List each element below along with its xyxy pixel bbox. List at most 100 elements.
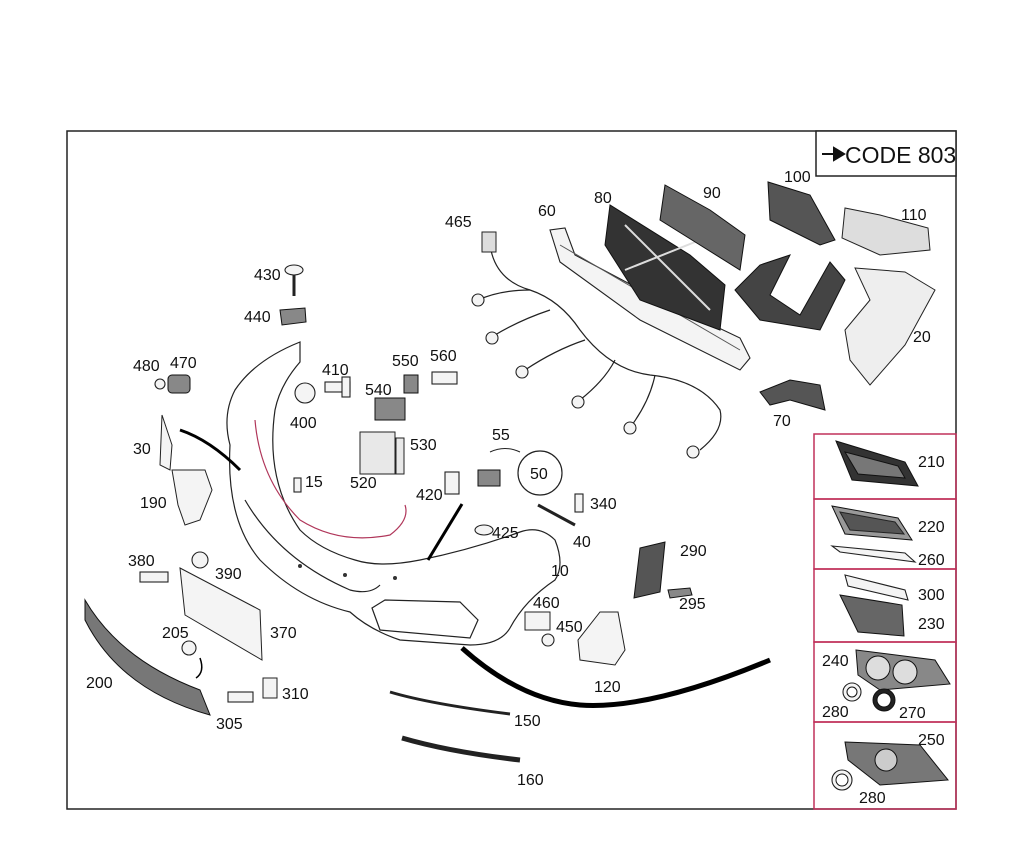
label-110: 110 <box>901 207 927 224</box>
label-480: 480 <box>133 358 160 375</box>
mounting-frame <box>734 254 846 331</box>
label-295: 295 <box>679 596 706 613</box>
label-305: 305 <box>216 716 243 733</box>
label-220: 220 <box>918 519 945 536</box>
bracket-100 <box>767 181 836 246</box>
label-290: 290 <box>680 543 707 560</box>
variant-panels <box>813 433 957 810</box>
part-400 <box>294 382 316 404</box>
wheel-arch-liner-190 <box>171 469 213 526</box>
pointer-arrow-420 <box>426 503 464 561</box>
clip-440 <box>279 307 307 326</box>
callout-50 <box>517 450 563 496</box>
trim-290 <box>633 541 666 599</box>
code-label: CODE 803 <box>845 142 956 168</box>
label-530: 530 <box>410 437 437 454</box>
label-200: 200 <box>86 675 113 692</box>
sensor-holder-part <box>477 469 501 487</box>
label-310: 310 <box>282 686 309 703</box>
pointer-arrow-main <box>460 646 771 708</box>
label-55: 55 <box>492 427 510 444</box>
bracket-120 <box>577 611 626 666</box>
screw-305 <box>227 691 254 703</box>
grille-insert-220 <box>830 505 917 563</box>
label-425: 425 <box>492 525 519 542</box>
clip-310 <box>262 677 278 699</box>
label-70: 70 <box>773 413 791 430</box>
label-300: 300 <box>918 587 945 604</box>
label-160: 160 <box>517 772 544 789</box>
license-bracket-370 <box>179 567 263 661</box>
strip-40 <box>537 503 576 527</box>
label-450: 450 <box>556 619 583 636</box>
label-100: 100 <box>784 169 811 186</box>
label-40: 40 <box>573 534 591 551</box>
clip-340 <box>574 493 584 513</box>
label-60: 60 <box>538 203 556 220</box>
label-400: 400 <box>290 415 317 432</box>
control-unit-520 <box>359 431 396 475</box>
fog-light-insert-240 <box>842 649 951 712</box>
label-540: 540 <box>365 382 392 399</box>
screw-430 <box>284 264 304 296</box>
label-20: 20 <box>913 329 931 346</box>
part-480 <box>154 378 166 390</box>
bracket-30 <box>159 414 173 471</box>
carrier-80 <box>604 204 726 331</box>
wiring-harness-465 <box>471 231 722 459</box>
bracket-20 <box>844 267 936 386</box>
label-370: 370 <box>270 625 297 642</box>
bolt-410 <box>324 376 351 398</box>
label-470: 470 <box>170 355 197 372</box>
code-box: CODE 803 <box>815 130 957 177</box>
nut-390 <box>191 551 209 569</box>
label-280a: 280 <box>822 704 849 721</box>
label-190: 190 <box>140 495 167 512</box>
label-260: 260 <box>918 552 945 569</box>
label-420: 420 <box>416 487 443 504</box>
label-250: 250 <box>918 732 945 749</box>
label-240: 240 <box>822 653 849 670</box>
trim-strip-160 <box>401 735 521 763</box>
label-340: 340 <box>590 496 617 513</box>
label-150: 150 <box>514 713 541 730</box>
screw-560 <box>431 371 458 385</box>
pointer-arrow-30 <box>179 428 242 472</box>
bracket-70 <box>759 379 826 411</box>
pointer-arrow-205 <box>195 657 203 679</box>
label-10: 10 <box>551 563 569 580</box>
label-390: 390 <box>215 566 242 583</box>
label-270: 270 <box>899 705 926 722</box>
clip-425 <box>474 524 494 536</box>
bracket-90 <box>659 184 746 271</box>
label-410: 410 <box>322 362 349 379</box>
clip-550 <box>403 374 419 394</box>
clip-295 <box>667 587 693 599</box>
label-205: 205 <box>162 625 189 642</box>
label-120: 120 <box>594 679 621 696</box>
screw-450 <box>541 633 555 647</box>
lower-grille-200 <box>84 598 211 716</box>
bracket-530 <box>395 437 405 475</box>
bumper-cover-10 <box>226 341 561 646</box>
fog-light-insert-250 <box>831 741 949 791</box>
bolt-420 <box>444 471 460 495</box>
grille-insert-210 <box>835 440 919 487</box>
part-470 <box>167 374 191 394</box>
sensor-55 <box>489 448 521 453</box>
label-460: 460 <box>533 595 560 612</box>
label-560: 560 <box>430 348 457 365</box>
grille-insert-300 <box>839 574 909 637</box>
label-280b: 280 <box>859 790 886 807</box>
label-465: 465 <box>445 214 472 231</box>
clip-460 <box>524 611 551 631</box>
label-210: 210 <box>918 454 945 471</box>
label-15: 15 <box>305 474 323 491</box>
label-550: 550 <box>392 353 419 370</box>
trim-strip-150 <box>389 690 511 716</box>
arrow-right-icon <box>822 146 846 162</box>
label-80: 80 <box>594 190 612 207</box>
label-230: 230 <box>918 616 945 633</box>
label-440: 440 <box>244 309 271 326</box>
